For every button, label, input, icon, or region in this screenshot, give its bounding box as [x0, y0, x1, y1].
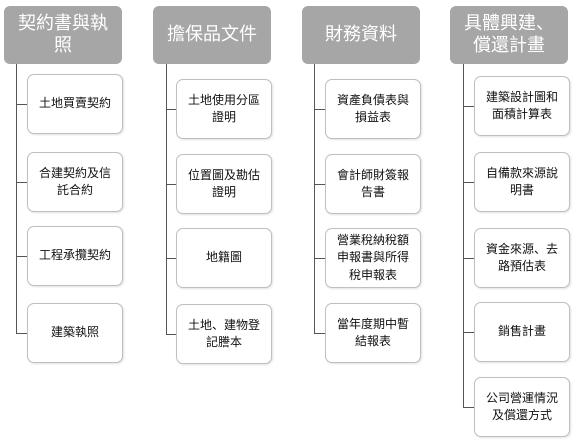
branch-line: [16, 182, 28, 183]
branch-line: [166, 258, 177, 259]
branch-line: [463, 182, 475, 183]
branch-line: [16, 256, 28, 257]
document-box: 資金來源、去路預估表: [474, 228, 570, 288]
column-header-financial: 財務資料: [302, 6, 420, 64]
branch-line: [314, 258, 326, 259]
branch-line: [463, 407, 475, 408]
connector-line: [463, 64, 464, 407]
branch-line: [463, 258, 475, 259]
document-box: 營業稅納稅額申報書與所得稅申報表: [325, 228, 421, 288]
branch-line: [463, 106, 475, 107]
document-box: 土地買賣契約: [27, 74, 123, 134]
branch-line: [166, 109, 177, 110]
branch-line: [16, 104, 28, 105]
branch-line: [314, 333, 326, 334]
column-header-contracts: 契約書與執照: [4, 6, 122, 64]
document-box: 銷售計畫: [474, 302, 570, 362]
document-box: 公司營運情況及償還方式: [474, 377, 570, 437]
document-box: 工程承攬契約: [27, 226, 123, 286]
document-box: 建築執照: [27, 303, 123, 363]
document-box: 土地使用分區證明: [176, 79, 272, 139]
connector-line: [314, 64, 315, 334]
document-box: 地籍圖: [176, 228, 272, 288]
branch-line: [463, 332, 475, 333]
document-box: 當年度期中暫結報表: [325, 303, 421, 363]
document-box: 會計師財簽報告書: [325, 154, 421, 214]
branch-line: [314, 109, 326, 110]
connector-line: [16, 64, 17, 334]
branch-line: [16, 333, 28, 334]
branch-line: [166, 184, 177, 185]
document-box: 資產負債表與損益表: [325, 79, 421, 139]
document-box: 合建契約及信託合約: [27, 152, 123, 212]
connector-line: [166, 64, 167, 334]
document-box: 自備款來源說明書: [474, 152, 570, 212]
branch-line: [314, 184, 326, 185]
column-header-construction-plan: 具體興建、償還計畫: [450, 6, 568, 64]
branch-line: [166, 334, 177, 335]
column-header-collateral: 擔保品文件: [153, 6, 271, 64]
document-box: 建築設計圖和面積計算表: [474, 76, 570, 136]
document-box: 土地、建物登記謄本: [176, 304, 272, 364]
document-box: 位置圖及勘估證明: [176, 154, 272, 214]
